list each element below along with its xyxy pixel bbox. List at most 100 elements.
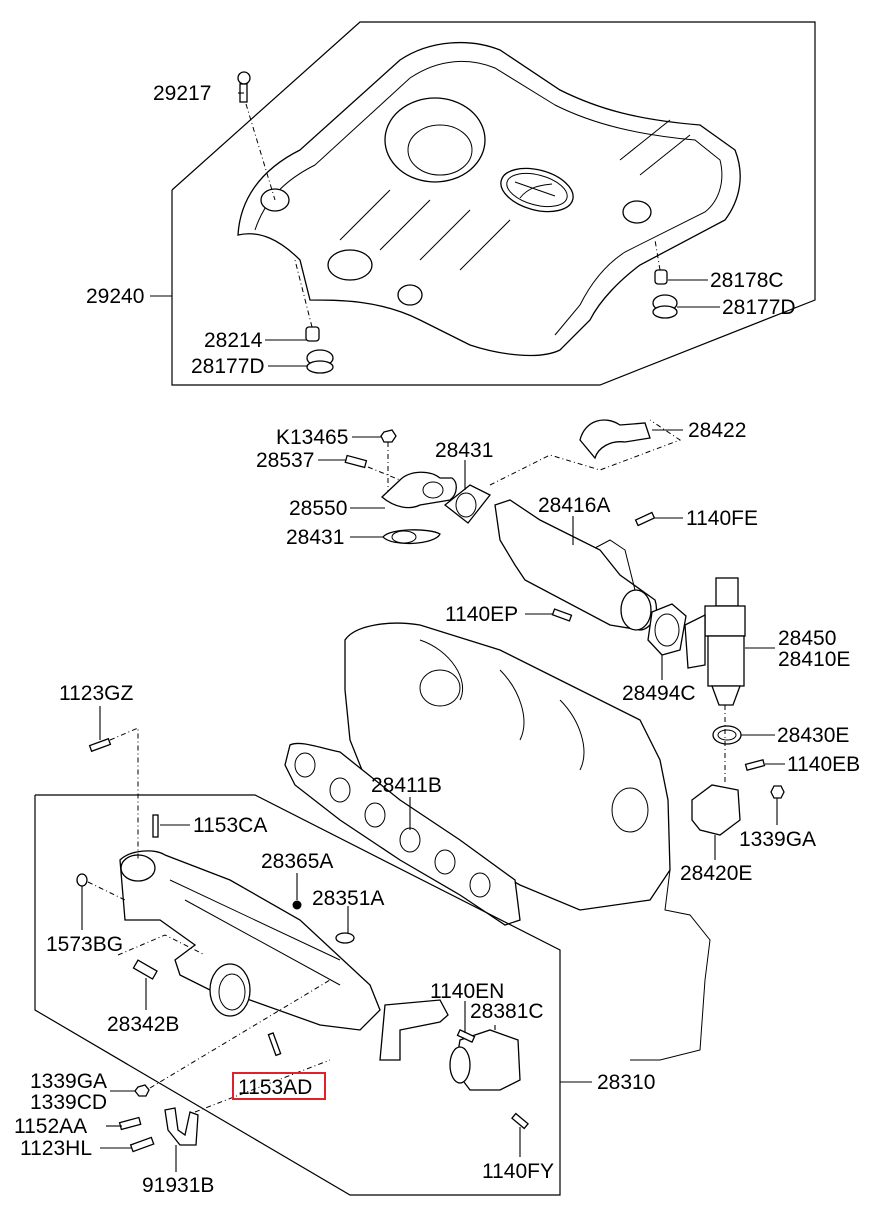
intake-manifold-28310[interactable] (119, 850, 381, 1031)
label-28351A[interactable]: 28351A (312, 887, 384, 910)
bolt-1140EP[interactable] (551, 608, 573, 622)
bolt-1140FY[interactable] (511, 1112, 529, 1130)
head-port (419, 669, 461, 707)
head-port-rear (611, 787, 649, 833)
label-28430E[interactable]: 28430E (777, 724, 849, 747)
bolt-1123GZ[interactable] (88, 737, 112, 753)
nut-28365A[interactable] (292, 900, 302, 910)
bolt-1123HL[interactable] (129, 1136, 155, 1153)
label-28431-top[interactable]: 28431 (435, 439, 493, 462)
label-1153CA[interactable]: 1153CA (193, 814, 267, 837)
stud-1153CA[interactable] (152, 814, 159, 838)
label-28177D-left[interactable]: 28177D (191, 355, 265, 378)
cylinder-head-group (284, 622, 711, 1061)
manifold-throttle-port (209, 963, 251, 1017)
bolt-1152AA[interactable] (118, 1116, 142, 1131)
label-1140EP[interactable]: 1140EP (445, 603, 518, 626)
gasket-28494C[interactable] (647, 603, 687, 656)
cover-mount-hole-bottom (397, 284, 423, 306)
bolt-1140EB[interactable] (744, 758, 766, 772)
grommet-28177D-left[interactable] (306, 349, 334, 374)
label-1339CD[interactable]: 1339CD (30, 1091, 107, 1114)
label-28431-bottom[interactable]: 28431 (286, 526, 344, 549)
label-28214[interactable]: 28214 (204, 329, 263, 352)
label-28381C[interactable]: 28381C (470, 1000, 544, 1023)
label-28310[interactable]: 28310 (597, 1071, 655, 1094)
egr-valve-28450[interactable] (684, 577, 746, 706)
label-1339GA-right[interactable]: 1339GA (739, 828, 816, 851)
label-1123HL[interactable]: 1123HL (20, 1137, 92, 1160)
label-28550[interactable]: 28550 (289, 497, 347, 520)
bracket-guide (194, 1059, 331, 1113)
cover-mount-hole-center (327, 249, 373, 281)
stud-1153AD[interactable] (267, 1032, 282, 1057)
label-28177D-right[interactable]: 28177D (722, 296, 796, 319)
gasket-28431-top[interactable] (443, 484, 492, 524)
gasket-28431-bottom[interactable] (382, 529, 441, 545)
grommet-28214[interactable] (305, 326, 320, 342)
label-K13465[interactable]: K13465 (276, 426, 348, 449)
gasket-28411B[interactable] (284, 742, 521, 926)
fitting-28342B[interactable] (132, 959, 158, 980)
label-1153AD[interactable]: 1153AD (238, 1076, 312, 1099)
egr-elbow-28550[interactable] (381, 471, 457, 509)
cover-rib-1 (339, 189, 511, 271)
label-29240[interactable]: 29240 (86, 285, 144, 308)
cover-rib-2 (619, 119, 691, 176)
bolt-28537-guide (367, 466, 401, 481)
manifold-runner-lines (169, 879, 341, 986)
engine-block-outline (630, 869, 711, 1061)
highlight-box-1153AD (232, 1072, 326, 1100)
label-1152AA[interactable]: 1152AA (14, 1115, 87, 1138)
label-28411B[interactable]: 28411B (371, 774, 442, 797)
hyundai-logo-inner (506, 172, 568, 208)
label-28420E[interactable]: 28420E (680, 862, 752, 885)
grommet-28177D-right[interactable] (652, 294, 678, 319)
bolt-1140FE[interactable] (634, 511, 656, 527)
plug-1573BG[interactable] (76, 873, 88, 887)
label-28410E[interactable]: 28410E (778, 648, 850, 671)
nut-1339GA-right[interactable] (770, 785, 785, 799)
label-1140EN[interactable]: 1140EN (430, 980, 504, 1003)
plug-guide (87, 881, 126, 901)
label-28416A[interactable]: 28416A (538, 494, 610, 517)
gasket-28411B-ports (294, 752, 491, 898)
label-1140FY[interactable]: 1140FY (482, 1160, 554, 1183)
label-29217[interactable]: 29217 (153, 82, 211, 105)
elbow-port (422, 481, 444, 499)
hyundai-logo-h (514, 181, 556, 199)
label-1140EB[interactable]: 1140EB (787, 753, 860, 776)
label-28450[interactable]: 28450 (778, 627, 836, 650)
engine-cover-frame (171, 21, 816, 386)
bolt-29217[interactable] (237, 71, 251, 103)
bolt-28537[interactable] (344, 454, 368, 469)
hose-28422[interactable] (579, 419, 651, 460)
label-28342B[interactable]: 28342B (107, 1013, 179, 1036)
actuator-port (449, 1046, 471, 1084)
gasket-28430E[interactable] (712, 725, 742, 745)
gasket-28351A[interactable] (335, 932, 355, 944)
label-1123GZ[interactable]: 1123GZ (59, 682, 133, 705)
label-28494C[interactable]: 28494C (622, 682, 696, 705)
stud-guide (149, 979, 331, 1089)
nut-1339GA-1339CD[interactable] (134, 1084, 150, 1097)
label-1140FE[interactable]: 1140FE (686, 507, 758, 530)
head-contour (419, 639, 585, 771)
bracket-91931B[interactable] (164, 1107, 199, 1146)
nut-K13465[interactable] (380, 429, 397, 443)
actuator-bracket (379, 999, 449, 1061)
label-1573BG[interactable]: 1573BG (46, 933, 123, 956)
label-28178C[interactable]: 28178C (710, 269, 784, 292)
grommet-28178C[interactable] (654, 269, 668, 285)
label-28365A[interactable]: 28365A (261, 850, 333, 873)
intake-manifold-group (34, 727, 561, 1196)
engine-cover-oil-cap-opening (384, 97, 486, 183)
label-28537[interactable]: 28537 (256, 449, 314, 472)
label-1339GA-left[interactable]: 1339GA (30, 1070, 107, 1093)
adapter-28420E[interactable] (691, 784, 741, 836)
bolt-1140EN[interactable] (456, 1029, 476, 1043)
label-91931B[interactable]: 91931B (142, 1174, 214, 1197)
part-labels: 29217 29240 28178C 28177D 28214 28177D K… (14, 82, 860, 1197)
label-28422[interactable]: 28422 (688, 419, 746, 442)
cover-mount-hole-right (622, 200, 652, 224)
